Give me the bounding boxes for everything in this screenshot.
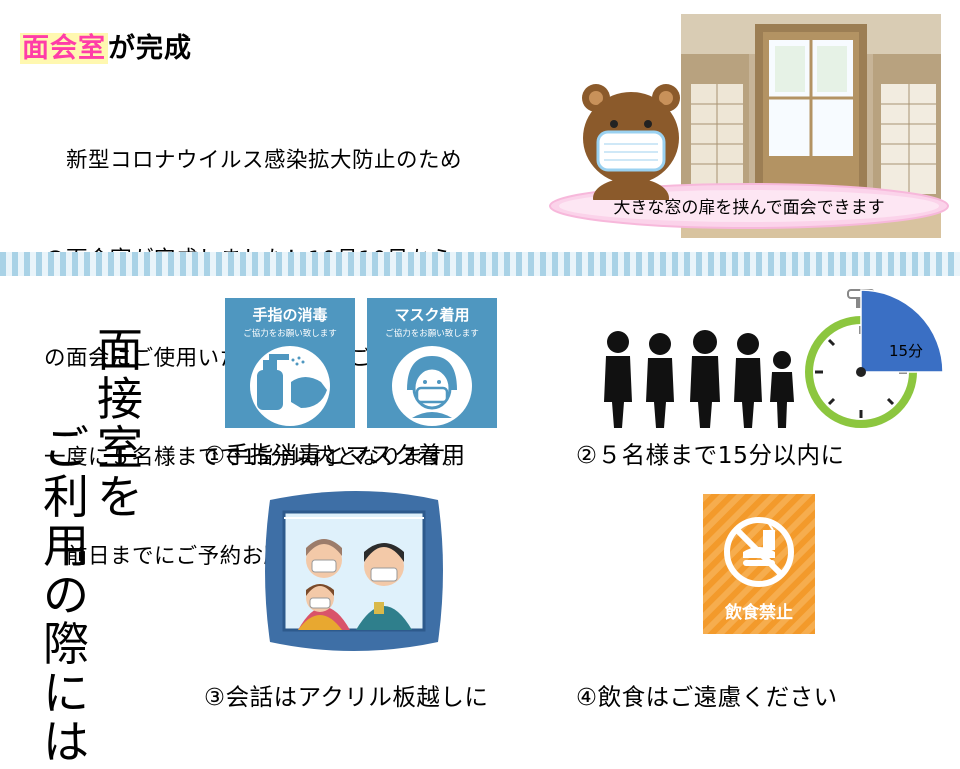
hand-sanitizer-sign: 手指の消毒 ご協力をお願い致します — [225, 298, 355, 428]
title-highlight: 面会室 — [20, 33, 108, 64]
heading-char: 利 — [43, 470, 89, 524]
mask-sign-subtitle: ご協力をお願い致します — [385, 328, 479, 339]
timer-label: 15分 — [889, 342, 923, 360]
acrylic-panel-illustration — [262, 486, 446, 656]
intro-line: 新型コロナウイルス感染拡大防止のため — [44, 148, 463, 173]
no-food-drink-sign: 飲食禁止 — [703, 494, 815, 634]
mask-sign-title: マスク着用 — [394, 306, 469, 324]
rule-4: ④飲食はご遠慮ください — [576, 683, 838, 711]
heading-char: 接 — [97, 372, 143, 426]
stripe-divider — [0, 252, 960, 276]
heading-char: 際 — [43, 617, 89, 671]
bear-mascot-icon — [576, 80, 686, 218]
heading-char: 面 — [97, 323, 143, 377]
nofood-label: 飲食禁止 — [724, 602, 793, 623]
rule-1: ①手指消毒とマスク着用 — [204, 441, 466, 469]
title-rest: が完成 — [108, 33, 192, 64]
heading-char: の — [43, 568, 89, 622]
heading-char: は — [43, 715, 89, 769]
sanitize-sign-subtitle: ご協力をお願い致します — [243, 328, 337, 339]
heading-char: 用 — [43, 519, 89, 573]
sanitize-sign-title: 手指の消毒 — [252, 306, 327, 324]
timer-icon: 15分 — [804, 284, 954, 434]
mask-sign: マスク着用 ご協力をお願い致します — [367, 298, 497, 428]
heading-char: ご — [43, 421, 89, 475]
heading-char: に — [43, 666, 89, 720]
vertical-heading-col1: 面 接 室 を — [94, 326, 146, 522]
speech-bubble-text: 大きな窓の扉を挟んで面会できます — [613, 198, 885, 218]
page-title: 面会室が完成 — [20, 26, 192, 65]
rule-2: ②５名様まで15分以内に — [576, 441, 845, 469]
rule-3: ③会話はアクリル板越しに — [204, 683, 489, 711]
heading-char: を — [97, 470, 143, 524]
heading-char: 室 — [97, 421, 143, 475]
five-people-silhouettes-icon — [600, 330, 800, 430]
meeting-room-photo — [681, 14, 941, 238]
vertical-heading-col2: ご 利 用 の 際 に は — [40, 424, 92, 767]
intro-line: 一度に５名様までで15分以内となります。 — [44, 445, 466, 470]
